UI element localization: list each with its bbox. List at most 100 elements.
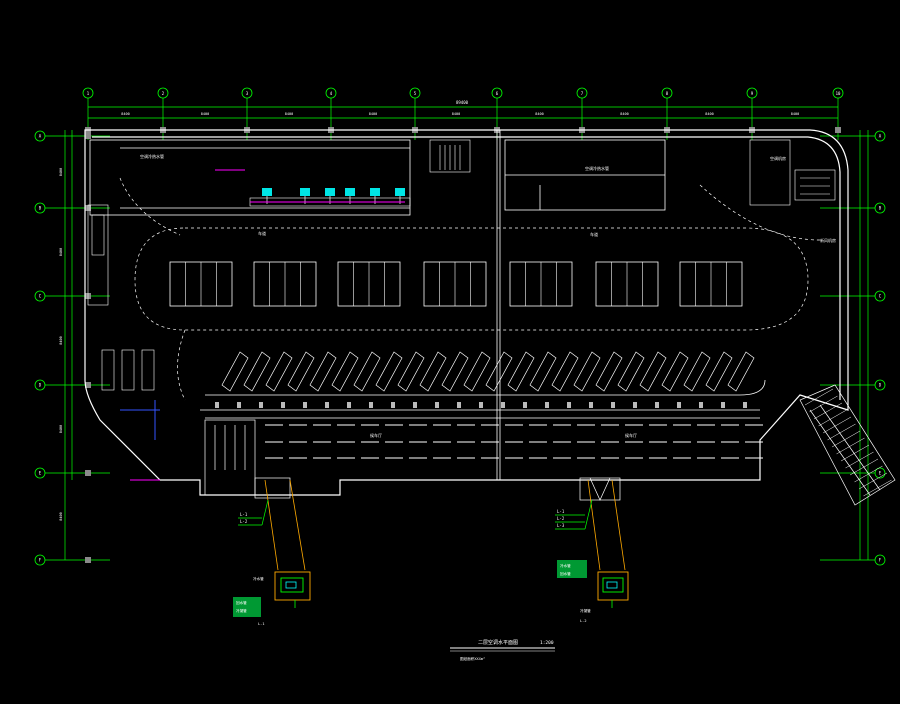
detail-right-label-0: 冷水管 — [560, 563, 571, 568]
drawing-scale: 1:200 — [540, 640, 554, 646]
drawing-title: 二层空调水平面图 — [478, 639, 518, 646]
diagonal-bay — [485, 351, 513, 392]
ramp-step — [813, 402, 843, 420]
diagonal-bay — [441, 351, 469, 392]
title-block — [450, 647, 555, 652]
diagonal-bay — [287, 351, 315, 392]
axis-bubble-right — [874, 290, 886, 302]
ramp-step — [818, 409, 847, 427]
ramp-step — [840, 444, 870, 462]
ramp-step — [804, 388, 834, 406]
bay-dimension: 8400 — [535, 112, 543, 116]
diagonal-bay — [243, 351, 271, 392]
axis-label-top: 10 — [836, 91, 841, 96]
bay-dimension: 8400 — [452, 112, 460, 116]
axis-label-top: 5 — [414, 91, 417, 96]
arcade-column — [699, 402, 703, 408]
column-marker — [85, 557, 91, 563]
axis-bubble-left — [34, 467, 46, 479]
arcade-column — [677, 402, 681, 408]
detail-right-label-2: 冷凝管 — [580, 608, 591, 613]
diagonal-bay — [551, 351, 579, 392]
lane-label-right: 车道 — [590, 231, 598, 237]
axis-bubble-left — [34, 290, 46, 302]
building-outline — [84, 129, 849, 496]
bottom-left-rooms — [204, 419, 291, 499]
diagonal-bus-bays — [221, 351, 755, 392]
diagonal-bay — [661, 351, 689, 392]
ramp-step — [849, 458, 879, 476]
diagonal-bay — [353, 351, 381, 392]
bay-dimension: 8400 — [201, 112, 209, 116]
bay-dimension: 8400 — [369, 112, 377, 116]
right-callout-3: L-3 — [557, 523, 565, 528]
detail-left-label-2: 冷凝管 — [236, 608, 247, 613]
axis-bubble-left — [34, 379, 46, 391]
detail-leaders — [264, 479, 626, 571]
column-marker — [835, 127, 841, 133]
axis-label-left: A — [39, 134, 42, 139]
axis-bubble-right — [874, 130, 886, 142]
right-side-room-label: 新风机房 — [820, 237, 836, 243]
arcade-column — [633, 402, 637, 408]
diagonal-bay — [221, 351, 249, 392]
bay-dimension: 8400 — [121, 112, 129, 116]
axis-bubble-top — [241, 87, 253, 99]
ramp-step — [809, 395, 838, 413]
arcade-column — [743, 402, 747, 408]
axis-bubble-left — [34, 554, 46, 566]
axis-bubble-top — [157, 87, 169, 99]
upper-mid-pipe-label: 空调冷热水管 — [585, 165, 609, 171]
axis-bubble-top — [576, 87, 588, 99]
diagonal-bay — [529, 351, 557, 392]
ramp-step — [845, 451, 874, 469]
axis-bubble-right — [874, 467, 886, 479]
ramp-steps — [804, 388, 892, 497]
arcade-column — [325, 402, 329, 408]
axis-bubble-right — [874, 202, 886, 214]
callout-lines — [238, 499, 593, 530]
lower-arcade — [200, 379, 766, 419]
left-pipe-run — [120, 400, 160, 440]
axis-label-left: F — [39, 558, 42, 563]
hvac-unit — [395, 188, 405, 196]
diagonal-bay — [265, 351, 293, 392]
axis-bubble-top — [409, 87, 421, 99]
arcade-column — [281, 402, 285, 408]
hvac-unit — [300, 188, 310, 196]
axis-bubble-top — [661, 87, 673, 99]
ramp-step — [822, 416, 852, 434]
diagonal-bay — [419, 351, 447, 392]
arcade-column — [721, 402, 725, 408]
hvac-unit — [325, 188, 335, 196]
detail-left — [233, 571, 311, 617]
supply-pipe-magenta — [215, 169, 405, 203]
detail-left-label-1: 回水管 — [236, 600, 247, 605]
hvac-unit — [370, 188, 380, 196]
diagonal-bay — [639, 351, 667, 392]
diagonal-bay — [331, 351, 359, 392]
axis-label-top: 1 — [87, 91, 90, 96]
ramp-step — [827, 423, 856, 441]
axis-label-right: A — [879, 134, 882, 139]
axis-label-top: 8 — [666, 91, 669, 96]
arcade-column — [457, 402, 461, 408]
detail-right — [557, 560, 629, 608]
arcade-column — [391, 402, 395, 408]
diagonal-bay — [309, 351, 337, 392]
arcade-column — [501, 402, 505, 408]
axis-bubble-right — [874, 379, 886, 391]
bay-dimension: 8400 — [791, 112, 799, 116]
hvac-unit-row — [249, 188, 411, 207]
side-dimension: 8400 — [59, 168, 63, 176]
vehicle-lane — [119, 177, 821, 401]
diagonal-bay — [727, 351, 755, 392]
detail-left-label-0: 冷水管 — [253, 576, 264, 581]
diagonal-bay — [463, 351, 491, 392]
axis-label-top: 6 — [496, 91, 499, 96]
arcade-column — [259, 402, 263, 408]
diagonal-bay — [397, 351, 425, 392]
axis-label-right: C — [879, 294, 882, 299]
